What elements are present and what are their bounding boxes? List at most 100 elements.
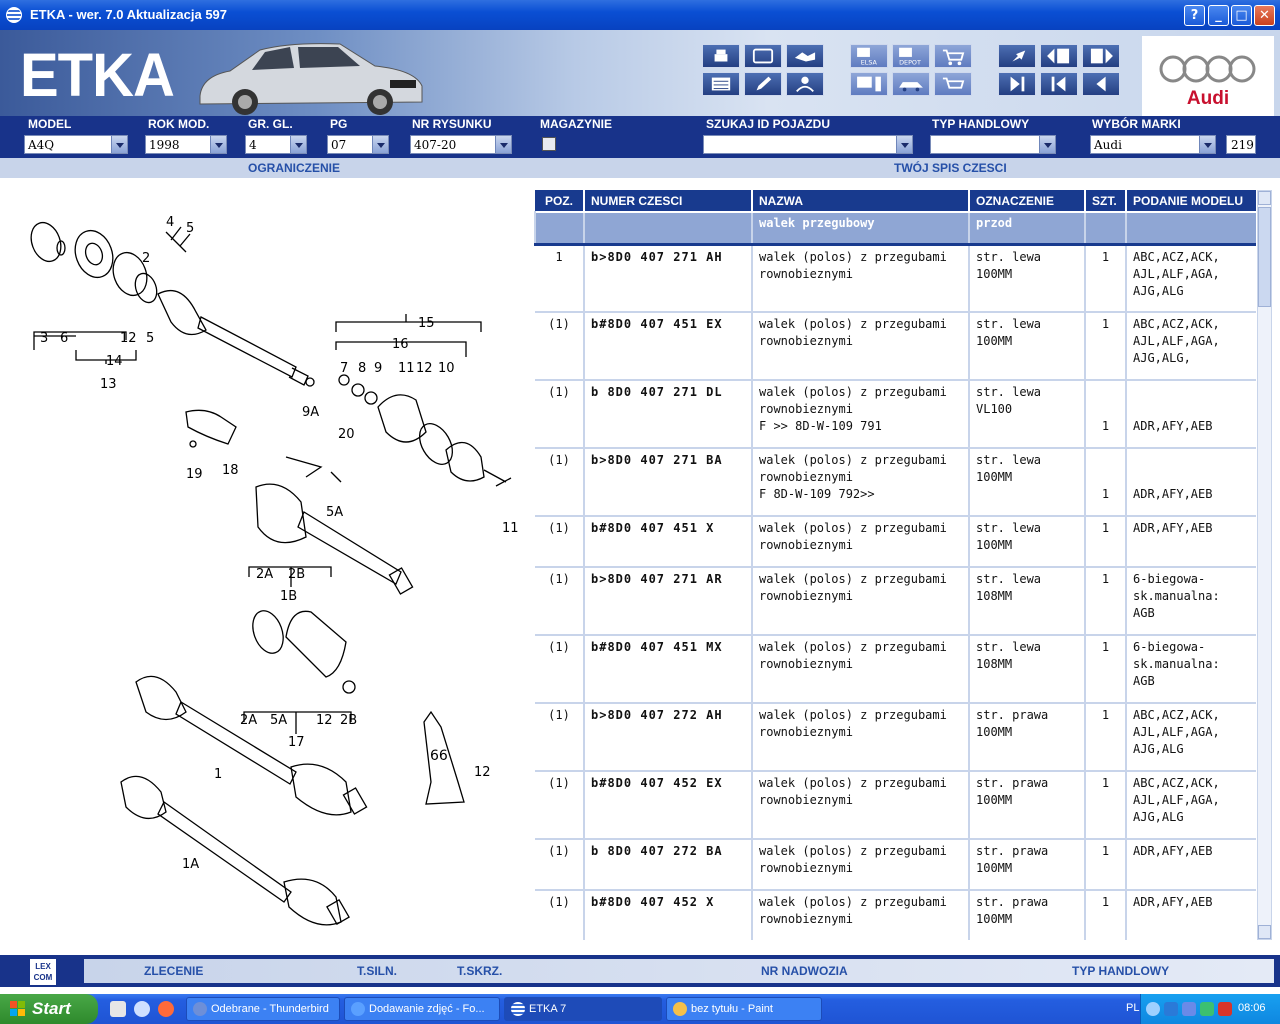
quicklaunch-desktop-icon[interactable] [110, 1001, 126, 1017]
chevron-down-icon[interactable] [1039, 136, 1055, 153]
chevron-down-icon[interactable] [495, 136, 511, 153]
pin-icon[interactable] [998, 44, 1036, 68]
quicklaunch-browser-icon[interactable] [158, 1001, 174, 1017]
column-header[interactable]: NAZWA [752, 190, 970, 212]
cart-icon[interactable] [934, 44, 972, 68]
first-icon[interactable] [1040, 72, 1078, 96]
rok-mod-select[interactable]: 1998 [145, 135, 227, 154]
ograniczenie-tab[interactable]: OGRANICZENIE [248, 161, 341, 175]
chevron-down-icon[interactable] [1199, 136, 1215, 153]
parts-diagram[interactable]: 66 4 5 2 3 6 12 5 14 13 15 16 7 8 9 11 1… [6, 182, 526, 952]
app-header: ETKA ELSA DEPOT Audi [0, 30, 1280, 116]
quicklaunch-media-icon[interactable] [134, 1001, 150, 1017]
cell-part-number: b#8D0 407 451 EX [584, 312, 753, 381]
wybor-marki-select[interactable]: Audi [1090, 135, 1216, 154]
brand-count: 219 [1226, 135, 1256, 154]
t-skrz-button[interactable]: T.SKRZ. [457, 964, 503, 978]
chevron-down-icon[interactable] [210, 136, 226, 153]
close-button[interactable]: ✕ [1254, 5, 1275, 26]
computer-icon[interactable] [850, 72, 888, 96]
car-service-icon[interactable] [892, 72, 930, 96]
tray-network-icon[interactable] [1164, 1002, 1178, 1016]
cell-oznaczenie-line: 108MM [976, 589, 1013, 603]
cell-poz: (1) [535, 567, 585, 636]
chevron-down-icon[interactable] [111, 136, 127, 153]
column-header[interactable]: NUMER CZESCI [584, 190, 753, 212]
cell-szt-line [1092, 402, 1119, 419]
column-header[interactable]: POZ. [535, 190, 585, 212]
t-siln-button[interactable]: T.SILN. [357, 964, 398, 978]
chevron-down-icon[interactable] [290, 136, 306, 153]
cart-list-icon[interactable] [934, 72, 972, 96]
nr-nadwozia-button[interactable]: NR NADWOZIA [761, 964, 848, 978]
gr-gl-select[interactable]: 4 [245, 135, 307, 154]
tray-security-icon[interactable] [1200, 1002, 1214, 1016]
szukaj-id-select[interactable] [703, 135, 913, 154]
list-icon[interactable] [702, 72, 740, 96]
tray-ati-icon[interactable] [1218, 1002, 1232, 1016]
pencil-icon[interactable] [744, 72, 782, 96]
table-scrollbar[interactable] [1257, 190, 1272, 940]
group-name: walek przegubowy [751, 211, 970, 246]
model-select[interactable]: A4Q [24, 135, 128, 154]
magazynie-checkbox[interactable] [542, 137, 556, 151]
scroll-thumb[interactable] [1258, 207, 1271, 307]
cell-szt: 1 [1085, 890, 1127, 940]
print-icon[interactable] [702, 44, 740, 68]
wybor-marki-label: WYBÓR MARKI [1092, 117, 1181, 131]
cell-nazwa-line: F >> 8D-W-109 791 [759, 419, 882, 433]
nr-rysunku-select[interactable]: 407-20 [410, 135, 512, 154]
handshake-icon[interactable] [786, 44, 824, 68]
zlecenie-button[interactable]: ZLECENIE [144, 964, 204, 978]
back-icon[interactable] [1082, 72, 1120, 96]
mechanic-icon[interactable] [786, 72, 824, 96]
next-page-icon[interactable] [1082, 44, 1120, 68]
help-button[interactable]: ? [1184, 5, 1205, 26]
window-icon[interactable] [744, 44, 782, 68]
task-browser[interactable]: Dodawanie zdjęć - Fo... [344, 997, 500, 1021]
tray-arrow-icon[interactable] [1146, 1002, 1160, 1016]
tray-monitor-icon[interactable] [1182, 1002, 1196, 1016]
diagram-label: 12 [316, 713, 333, 728]
task-thunderbird[interactable]: Odebrane - Thunderbird [186, 997, 340, 1021]
chevron-down-icon[interactable] [372, 136, 388, 153]
maximize-button[interactable]: □ [1231, 5, 1252, 26]
cell-model: ABC,ACZ,ACK,AJL,ALF,AGA,AJG,ALG [1126, 244, 1256, 313]
scroll-down-icon[interactable] [1258, 925, 1271, 939]
last-icon[interactable] [998, 72, 1036, 96]
elsa-icon[interactable]: ELSA [850, 44, 888, 68]
scroll-up-icon[interactable] [1258, 191, 1271, 205]
column-header[interactable]: PODANIE MODELU [1126, 190, 1256, 212]
diagram-label: 11 [398, 361, 415, 376]
depot-icon[interactable]: DEPOT [892, 44, 930, 68]
spis-czesci-tab[interactable]: TWÓJ SPIS CZESCI [894, 161, 1007, 175]
task-etka[interactable]: ETKA 7 [504, 997, 662, 1021]
column-header[interactable]: OZNACZENIE [969, 190, 1086, 212]
column-header[interactable]: SZT. [1085, 190, 1127, 212]
pg-select[interactable]: 07 [327, 135, 389, 154]
typ-handlowy-button[interactable]: TYP HANDLOWY [1072, 964, 1170, 978]
chevron-down-icon[interactable] [896, 136, 912, 153]
window-titlebar: ETKA - wer. 7.0 Aktualizacja 597 ? _ □ ✕ [0, 0, 1280, 30]
prev-page-icon[interactable] [1040, 44, 1078, 68]
language-indicator[interactable]: PL [1126, 1002, 1140, 1014]
typ-handlowy-select[interactable] [930, 135, 1056, 154]
minimize-button[interactable]: _ [1208, 5, 1229, 26]
task-paint[interactable]: bez tytułu - Paint [666, 997, 822, 1021]
start-button[interactable]: Start [0, 994, 98, 1024]
